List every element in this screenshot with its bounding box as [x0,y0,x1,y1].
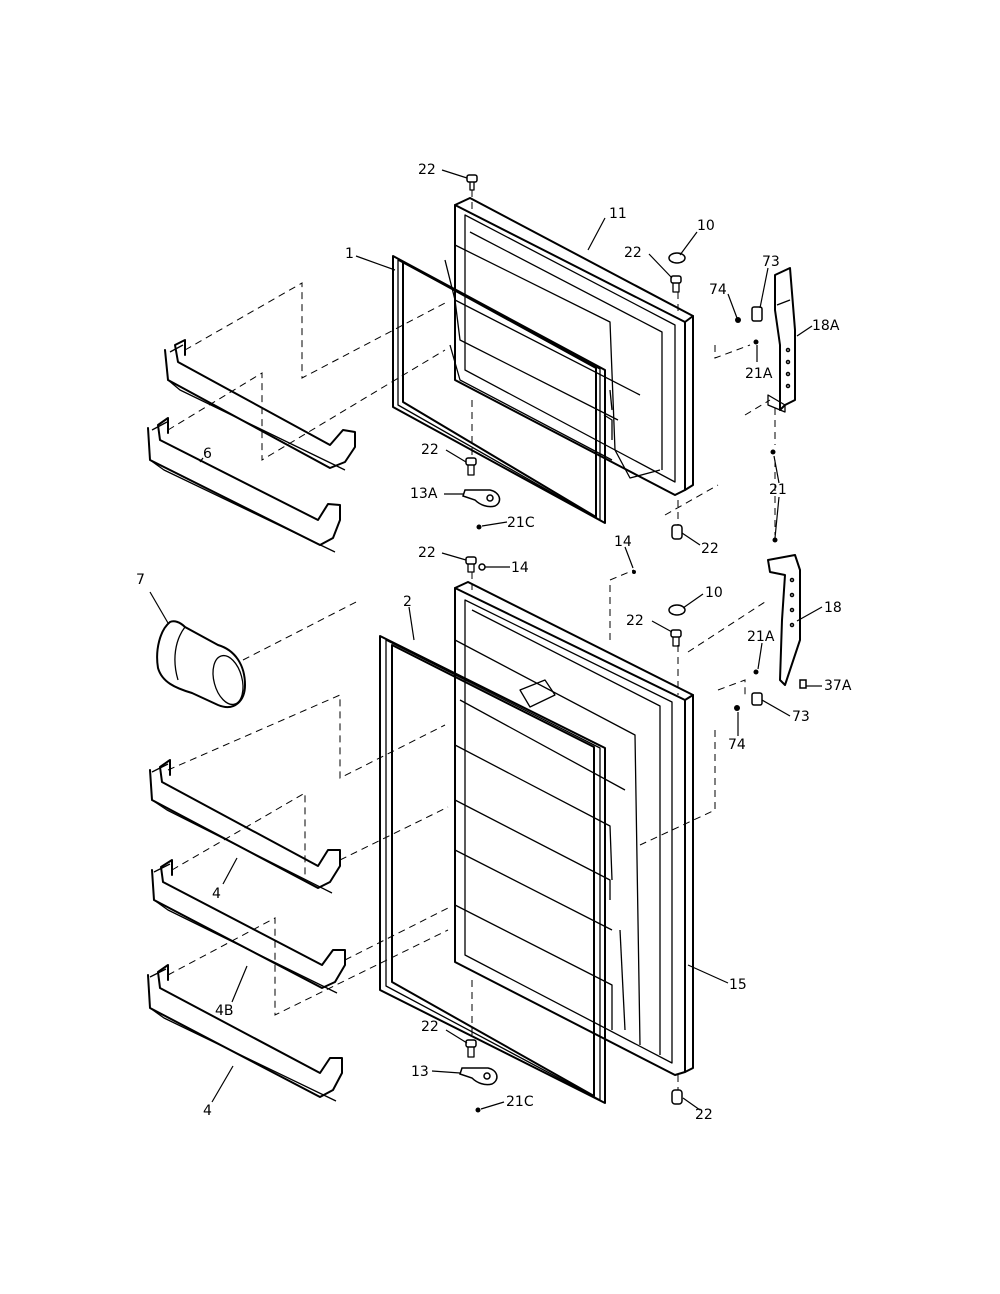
callout-73-lower: 73 [792,709,810,725]
screw-21C-upper [476,524,482,530]
callout-2: 2 [403,594,412,610]
callout-18: 18 [824,600,842,616]
bushing-73-upper [751,306,763,322]
fresh-food-shelf-4-upper [149,759,341,894]
callout-22-hinge-upper: 22 [624,245,642,261]
callout-labels: 22 11 10 22 73 74 18A 21A 1 6 22 13A 21C… [136,162,852,1123]
callout-13A: 13A [410,486,438,502]
leader-lines [149,169,823,1111]
pin-22-freezer-hinge-bottom [671,524,683,540]
callout-22-top: 22 [418,162,436,178]
fresh-food-door-gasket [379,635,606,1104]
callout-18A: 18A [812,318,840,334]
door-stop-13 [459,1067,498,1086]
callout-14-right-top: 14 [614,534,632,550]
callout-13: 13 [411,1064,429,1080]
pin-22-bottom-hinge [671,1089,683,1105]
callout-7: 7 [136,572,145,588]
upper-hinge-18A [767,267,796,413]
callout-4-upper: 4 [212,886,221,902]
screw-22-hinge-upper [670,275,682,293]
fresh-food-door-outer-panel [454,581,694,1076]
callout-73-upper: 73 [762,254,780,270]
screw-21A-upper [753,339,759,345]
screw-14-right [632,570,636,574]
callout-74-upper: 74 [709,282,727,298]
fresh-food-shelf-4-lower [147,964,343,1102]
callout-4-lower: 4 [203,1103,212,1119]
screw-21-upper [770,449,776,455]
screw-21A-lower [753,669,759,675]
door-stop-13A [462,489,501,508]
callout-74-lower: 74 [728,737,746,753]
callout-22-hinge-lower: 22 [626,613,644,629]
screw-22-hinge-lower [670,629,682,647]
callout-22-fresh-bottom: 22 [421,1019,439,1035]
callout-21C-upper: 21C [507,515,535,531]
callout-21A-lower: 21A [747,629,775,645]
callout-10-upper: 10 [697,218,715,234]
screw-21C-lower [475,1107,481,1113]
screw-74-upper [735,317,741,323]
middle-hinge-18 [767,554,801,686]
bushing-73-lower [751,692,763,706]
fresh-food-shelf-4B [151,859,346,994]
screw-22-fresh-bottom [465,1039,477,1058]
alignment-lines [167,190,776,1090]
freezer-door-shelf-lower [147,417,341,553]
callout-10-lower: 10 [705,585,723,601]
callout-15: 15 [729,977,747,993]
screw-22-freezer-bottom [465,457,477,476]
hinge-cap-10-lower [668,604,686,616]
hinge-cap-10-upper [668,252,686,264]
callout-4B: 4B [215,1003,234,1019]
callout-21A-upper: 21A [745,366,773,382]
freezer-door-gasket [392,255,606,524]
screw-21-lower [772,537,778,543]
callout-22-freezer-bottom: 22 [421,442,439,458]
shim-37A [799,679,807,689]
screw-22-fresh-top [465,556,477,573]
callout-1: 1 [345,246,354,262]
callout-21: 21 [769,482,787,498]
screw-22-top [466,174,478,191]
freezer-door-outer-panel [444,197,694,496]
screw-74-lower [734,705,740,711]
callout-6: 6 [203,446,212,462]
callout-22-freezer-hinge-bottom: 22 [701,541,719,557]
freezer-door-shelf-upper [164,339,356,471]
screw-14-left [478,563,486,571]
dairy-bin [156,620,246,708]
callout-22-bottom-hinge: 22 [695,1107,713,1123]
callout-37A: 37A [824,678,852,694]
callout-11: 11 [609,206,627,222]
callout-14-left: 14 [511,560,529,576]
callout-21C-lower: 21C [506,1094,534,1110]
callout-22-fresh-top: 22 [418,545,436,561]
